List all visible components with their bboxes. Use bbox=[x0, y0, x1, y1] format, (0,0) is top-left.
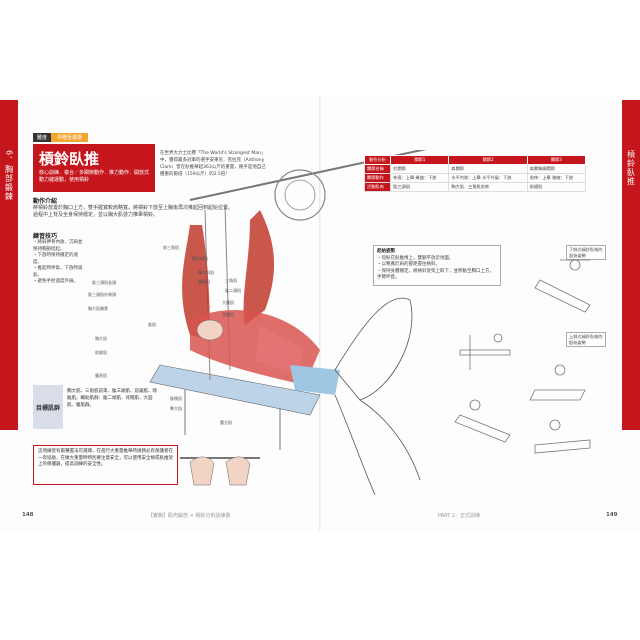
muscle-label: 腹橫肌 bbox=[198, 279, 210, 284]
start-item: ・仰臥在臥推椅上，雙腳平放於地面。 bbox=[377, 255, 454, 261]
right-chapter-tab: 槓鈴臥推 bbox=[622, 100, 640, 430]
movement-text: 將槓鈴放置於胸口上方，雙手握寬較肩略寬。將槓鈴下放至上胸後再次推起回到起始位置。… bbox=[33, 205, 234, 218]
table-cell: 肘關節 bbox=[390, 164, 450, 174]
table-header: 動作分析 bbox=[363, 155, 392, 165]
muscle-label: 肱三頭肌外側頭 bbox=[88, 292, 116, 297]
tip-item: ・避免手肘過度外展。 bbox=[33, 279, 78, 284]
table-cell: 伸直：上舉 彎曲：下放 bbox=[390, 173, 450, 183]
decline-caption: 下斜式槓鈴臥推的起始姿勢 bbox=[566, 245, 606, 260]
muscle-label: 大圓肌 bbox=[222, 300, 234, 305]
table-cell: 活動肌肉 bbox=[363, 182, 392, 192]
tip-item: ・推起時呼氣、下放時吸氣。 bbox=[33, 266, 83, 278]
table-cell: 前伸：上舉 後縮：下放 bbox=[526, 173, 587, 183]
difficulty-crumb: 難度中階至進階 bbox=[33, 133, 89, 142]
muscle-label: 肱二頭肌 bbox=[225, 288, 241, 293]
muscle-label: 臀大肌 bbox=[170, 406, 182, 411]
exercise-title-box: 槓鈴臥推 核心訓練．複合／多關節動作．推力動作．開放式動力鏈運動，使用槓鈴 bbox=[33, 144, 155, 192]
start-item: ・以略寬於肩的握距握住槓鈴。 bbox=[377, 262, 440, 267]
starting-position-heading: 起始姿勢 bbox=[377, 249, 395, 254]
tips-heading: 練習技巧 bbox=[33, 233, 58, 240]
muscle-label: 腹直肌 bbox=[95, 373, 107, 378]
grip-illustration bbox=[180, 456, 260, 486]
right-page-number: 149 bbox=[606, 512, 618, 518]
exercise-subtitle: 核心訓練．複合／多關節動作．推力動作．開放式動力鏈運動，使用槓鈴 bbox=[39, 170, 150, 183]
table-row: 關節動作 伸直：上舉 彎曲：下放 水平內收：上舉 水平外展：下放 前伸：上舉 後… bbox=[363, 173, 587, 183]
muscle-label: 前三角肌 bbox=[163, 245, 179, 250]
right-chapter-label: 槓鈴臥推 bbox=[626, 150, 636, 186]
target-muscles-text: 胸大肌、三角肌前束、肱三頭肌、前鋸肌、喙肱肌。輔助肌群：肱二頭肌、背闊肌、大圓肌… bbox=[67, 389, 157, 408]
muscle-label: 肱肌 bbox=[148, 322, 156, 327]
table-cell: 胸大肌、三角肌前束 bbox=[448, 182, 528, 192]
bench-press-illustration bbox=[149, 150, 427, 496]
table-cell: 肱三頭肌 bbox=[390, 182, 450, 192]
table-header: 關節3 bbox=[526, 155, 587, 165]
tips-list: ・將肩胛骨內收、沉肩並保持胸部挺起。 ・下放時保持穩定的速度。 ・推起時呼氣、下… bbox=[33, 240, 85, 286]
table-cell: 水平內收：上舉 水平外展：下放 bbox=[448, 173, 528, 183]
difficulty-tag: 難度 bbox=[33, 133, 52, 142]
muscle-label: 胸大肌鎖骨 bbox=[88, 306, 108, 311]
table-header-row: 動作分析 關節1 關節2 關節3 bbox=[363, 155, 587, 165]
muscle-label: 腹內斜肌 bbox=[198, 270, 214, 275]
movement-analysis-table: 動作分析 關節1 關節2 關節3 關節名稱 肘關節 肩關節 肩胛胸廓關節 關節動… bbox=[363, 155, 587, 192]
safety-note: 這項練習有兩種握法可選擇，在進行大重量推舉時請務必有保護者在一旁協助，在做大重量… bbox=[33, 445, 178, 485]
left-footer-text: 【實戰】肌肉解剖 × 槓鈴分析訓練書 bbox=[148, 513, 231, 519]
left-page-number: 148 bbox=[22, 512, 34, 518]
starting-position-box: 起始姿勢 ・仰臥在臥推椅上，雙腳平放於地面。 ・以略寬於肩的握距握住槓鈴。 ・保… bbox=[373, 245, 501, 286]
left-chapter-label: 6．胸部鍛鍊 bbox=[4, 150, 14, 202]
muscle-label: 肱三頭肌長頭 bbox=[92, 280, 116, 285]
muscle-label: 前鋸肌 bbox=[95, 350, 107, 355]
table-cell: 肩胛胸廓關節 bbox=[526, 164, 587, 174]
muscle-label: 肱橈肌 bbox=[170, 396, 182, 401]
left-chapter-tab: 6．胸部鍛鍊 bbox=[0, 100, 18, 430]
table-cell: 肩關節 bbox=[448, 164, 528, 174]
table-cell: 前鋸肌 bbox=[526, 182, 587, 192]
book-gutter bbox=[319, 96, 321, 531]
difficulty-level: 中階至進階 bbox=[51, 133, 89, 142]
variation-sketches bbox=[454, 259, 591, 454]
target-muscles-label: 目標肌群 bbox=[33, 385, 63, 429]
muscle-label: 腹外斜肌 bbox=[192, 256, 208, 261]
movement-heading: 動作介紹 bbox=[33, 198, 58, 205]
table-header: 關節1 bbox=[390, 155, 450, 165]
muscle-label: 三角肌 bbox=[225, 278, 237, 283]
start-item: ・保持身體穩定，將槓鈴從架上取下，並移動至胸口上方，手臂伸直。 bbox=[377, 268, 494, 281]
exercise-title: 槓鈴臥推 bbox=[39, 150, 100, 168]
table-header: 關節2 bbox=[448, 155, 528, 165]
muscle-label: 胸大肌 bbox=[95, 336, 107, 341]
muscle-label: 背闊肌 bbox=[222, 312, 234, 317]
table-cell: 關節動作 bbox=[363, 173, 392, 183]
table-row: 關節名稱 肘關節 肩關節 肩胛胸廓關節 bbox=[363, 164, 587, 174]
muscle-label: 腰方肌 bbox=[220, 420, 232, 425]
incline-caption: 上斜式槓鈴臥推的起始姿勢 bbox=[566, 332, 606, 347]
table-cell: 關節名稱 bbox=[363, 164, 392, 174]
tip-item: ・下放時保持穩定的速度。 bbox=[33, 253, 78, 265]
tip-item: ・將肩胛骨內收、沉肩並保持胸部挺起。 bbox=[33, 240, 83, 252]
table-row: 活動肌肉 肱三頭肌 胸大肌、三角肌前束 前鋸肌 bbox=[363, 182, 587, 192]
intro-text: 在世界大力士比賽「The World's Strongest Man」中，獲得最… bbox=[160, 151, 266, 177]
right-footer-text: PART 2：正式訓練 bbox=[438, 513, 481, 519]
